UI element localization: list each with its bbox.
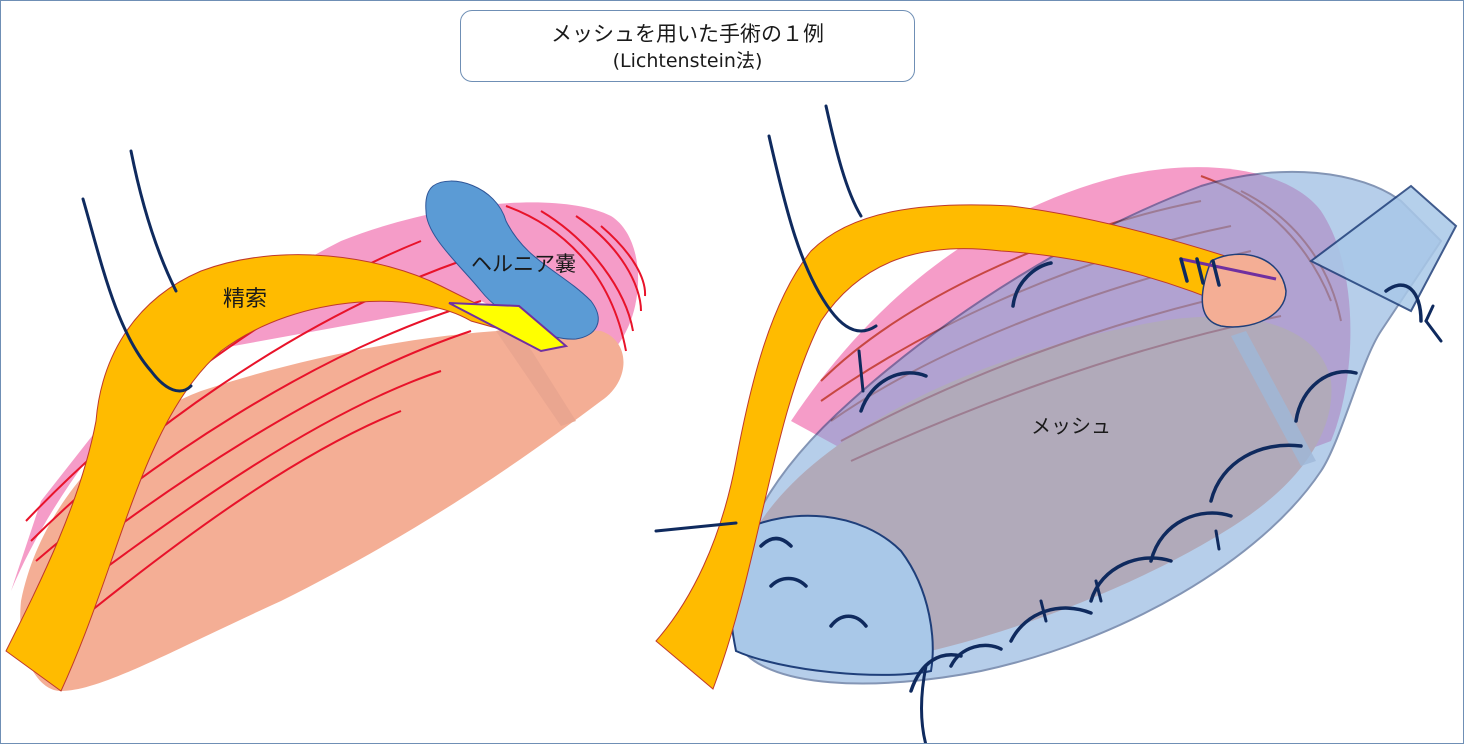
mesh-label: メッシュ xyxy=(1031,414,1111,438)
title-box: メッシュを用いた手術の１例 (Lichtenstein法) xyxy=(460,10,915,82)
spermatic-cord-label: 精索 xyxy=(223,287,267,312)
hernia-sac-label: ヘルニア嚢 xyxy=(471,252,576,276)
right-diagram: メッシュ xyxy=(656,106,1456,743)
title-subtitle: (Lichtenstein法) xyxy=(461,48,914,74)
left-diagram: 精索 ヘルニア嚢 xyxy=(6,151,645,691)
title-main: メッシュを用いた手術の１例 xyxy=(461,20,914,48)
